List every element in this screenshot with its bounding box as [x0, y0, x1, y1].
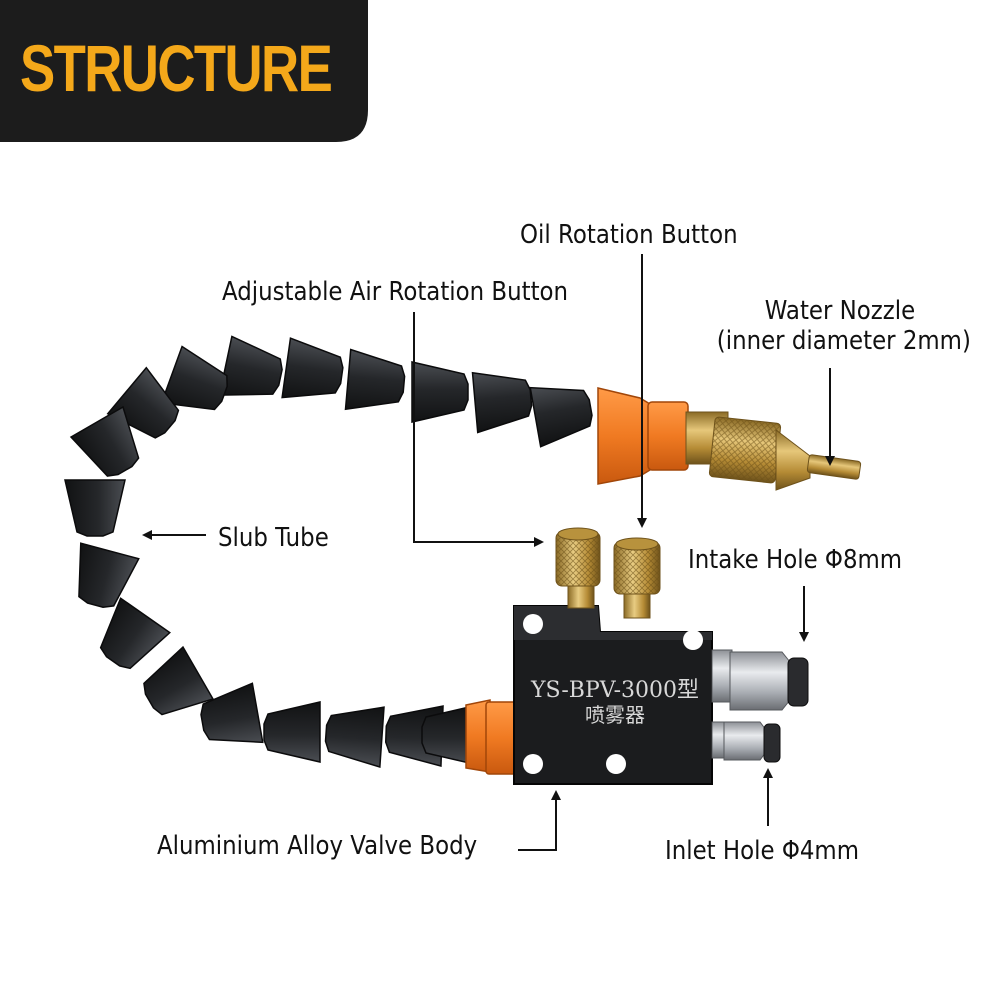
tube-segment: [64, 479, 126, 537]
model-text: YS-BPV-3000型: [530, 678, 699, 703]
slub-tube-label: Slub Tube: [218, 523, 329, 553]
tube-segment: [324, 706, 385, 769]
device-name-text: 喷雾器: [585, 703, 645, 727]
valve-orange-fitting: [465, 699, 519, 775]
tube-segment: [99, 597, 171, 670]
tube-segment: [69, 405, 140, 477]
water-nozzle-detail: (inner diameter 2mm): [716, 326, 971, 356]
tube-segment: [218, 335, 283, 396]
slub-tube: [64, 335, 593, 769]
tube-segment: [281, 337, 344, 399]
water-nozzle-label: Water Nozzle (inner diameter 2mm): [716, 296, 971, 356]
tube-segment: [344, 348, 406, 411]
valve-body-pointer: [518, 790, 561, 851]
tube-segment: [411, 361, 469, 423]
mount-hole: [523, 614, 543, 634]
nozzle-orange-fitting: [597, 387, 689, 485]
tube-segment: [143, 645, 215, 716]
title-banner: STRUCTURE: [0, 0, 370, 142]
air-rotation-button-label: Adjustable Air Rotation Button: [222, 277, 569, 307]
tube-segment: [200, 682, 264, 744]
mount-hole: [523, 754, 543, 774]
mount-hole: [683, 630, 703, 650]
intake-hole-label: Intake Hole Φ8mm: [688, 545, 903, 575]
callout-lines: [142, 254, 835, 851]
water-nozzle-title: Water Nozzle: [764, 296, 916, 326]
tube-segment: [471, 371, 533, 434]
inlet-hole-label: Inlet Hole Φ4mm: [665, 836, 859, 866]
tube-segment: [529, 386, 593, 448]
water-nozzle: [685, 411, 862, 491]
mount-hole: [606, 754, 626, 774]
tube-segment: [263, 701, 321, 763]
air-button-pointer: [413, 312, 544, 547]
air-rotation-knob: [555, 527, 601, 609]
valve-body: YS-BPV-3000型 喷雾器: [513, 605, 713, 785]
inlet-fitting: [711, 721, 781, 763]
oil-rotation-knob: [613, 537, 661, 619]
intake-fitting: [711, 649, 809, 711]
oil-rotation-button-label: Oil Rotation Button: [520, 220, 738, 250]
tube-segment: [78, 542, 140, 608]
valve-body-label: Aluminium Alloy Valve Body: [157, 831, 478, 861]
banner-background: [0, 0, 368, 142]
